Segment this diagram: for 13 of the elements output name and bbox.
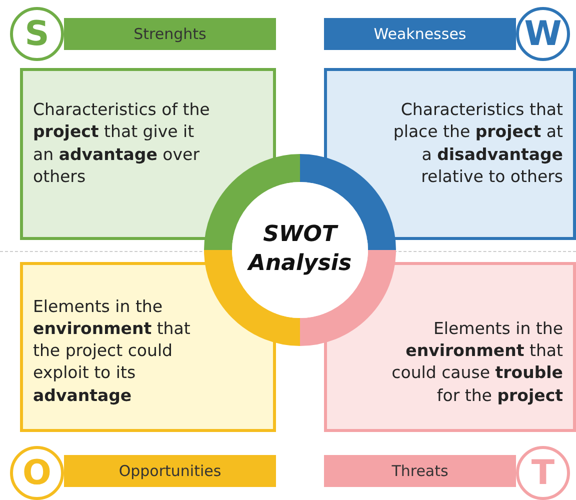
description-text: Characteristics that place the project at a disadvantage relative to others	[392, 99, 563, 188]
letter-badge: W	[516, 7, 570, 61]
letter-badge: S	[10, 7, 64, 61]
center-label: SWOT Analysis	[246, 221, 353, 278]
header-bar: Weaknesses	[324, 18, 516, 50]
header-bar: Strenghts	[64, 18, 276, 50]
description-text: Characteristics of the project that give it an advantage over others	[33, 99, 211, 188]
description-text: Elements in the environment that could cause trouble for the project	[390, 318, 563, 407]
description-text: Elements in the environment that the project could exploit to its advantage	[33, 296, 192, 407]
header-bar: Threats	[324, 455, 516, 487]
letter-badge: T	[516, 446, 570, 500]
letter-badge: O	[10, 446, 64, 500]
header-bar: Opportunities	[64, 455, 276, 487]
